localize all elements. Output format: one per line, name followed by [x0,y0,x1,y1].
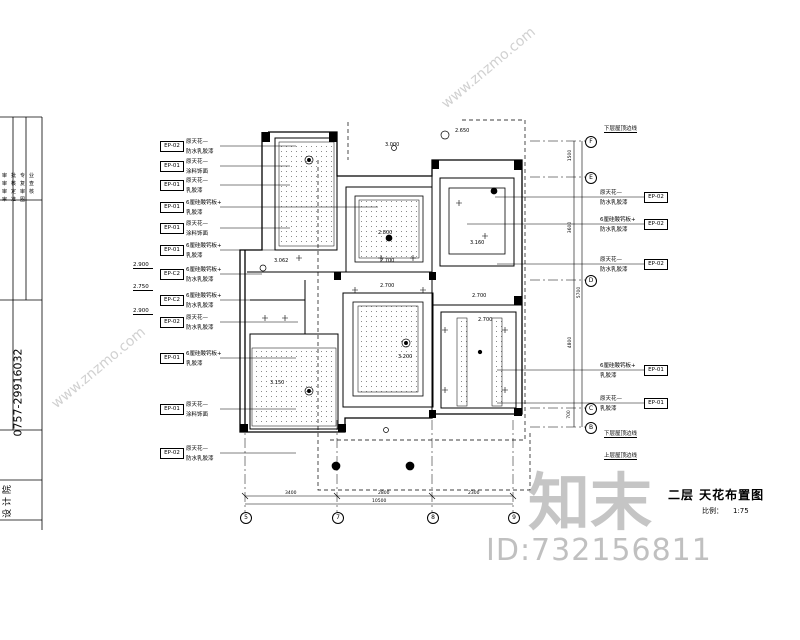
title-block [0,116,43,530]
tag-leaders [220,145,644,454]
interior-walls [247,137,522,430]
grid-axis-lines [244,140,585,512]
light-fixtures [259,130,498,471]
drawing-title: 二层 天花布置图 [668,488,765,502]
designer-label: 设 计 院 [2,485,13,518]
downlight-marks [262,200,508,393]
dimension-lines [241,141,583,505]
watermark-logo: 知末 [528,466,653,539]
phone-number: 0757-29916032 [11,348,25,437]
hatched-ceiling-zones [251,141,503,427]
scale-note: 比例： 1:75 [702,506,749,516]
ceiling-insets [352,187,506,397]
roof-edge-lines [317,119,531,491]
scale-label: 比例： [702,507,723,515]
scale-value: 1:75 [733,507,749,515]
structural-columns [240,132,522,432]
watermark-id: ID:732156811 [486,533,712,568]
